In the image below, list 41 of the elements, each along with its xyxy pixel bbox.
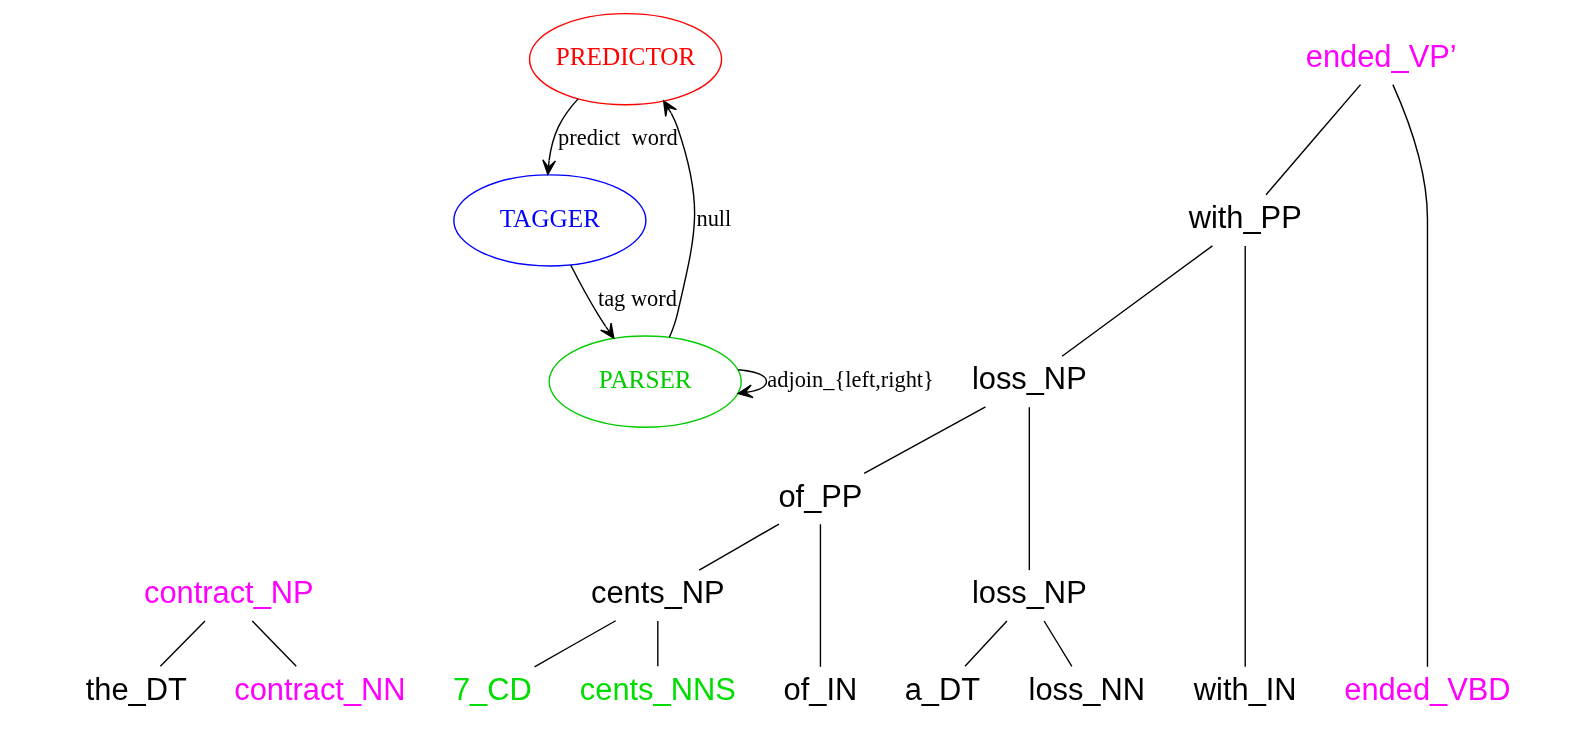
- connector: [251, 620, 297, 667]
- connector: [1392, 83, 1429, 668]
- node-text: loss_NN: [1028, 672, 1146, 707]
- edge-label: adjoin_{left,right}: [767, 366, 934, 392]
- node-ellipse: PREDICTOR: [528, 12, 723, 106]
- node-ellipse: PARSER: [548, 335, 742, 428]
- node-text: contract_NP: [144, 575, 314, 611]
- node-text: ended_VP’: [1305, 39, 1457, 75]
- arrow: [542, 98, 579, 176]
- node-text: cents_NNS: [579, 672, 736, 707]
- node-text: loss_NP: [971, 575, 1087, 611]
- connector: [1061, 245, 1214, 357]
- node-text: the_DT: [85, 672, 187, 707]
- connector: [1028, 406, 1030, 571]
- node-text: with_IN: [1193, 672, 1297, 707]
- node-text: of_IN: [783, 672, 858, 707]
- connector: [819, 523, 822, 668]
- connector: [698, 523, 780, 571]
- node-text: with_PP: [1188, 200, 1302, 236]
- arrow: [570, 264, 615, 339]
- connector: [1244, 245, 1246, 668]
- connector: [159, 620, 206, 667]
- connector: [863, 406, 987, 475]
- node-text: of_PP: [778, 478, 863, 514]
- arrow: [737, 369, 768, 399]
- edge-label: tag word: [597, 286, 678, 312]
- node-text: cents_NP: [590, 575, 725, 611]
- connector: [533, 620, 617, 668]
- node-text: 7_CD: [452, 672, 532, 707]
- connector: [657, 620, 659, 667]
- arrow: [662, 100, 696, 338]
- node-text: a_DT: [904, 672, 981, 707]
- connector: [964, 620, 1008, 667]
- edge-label: predict word: [558, 125, 678, 151]
- node-text: loss_NP: [971, 361, 1087, 397]
- node-ellipse: TAGGER: [453, 174, 647, 267]
- node-text: ended_VBD: [1344, 672, 1511, 707]
- edge-label: null: [696, 205, 732, 231]
- connector: [1265, 83, 1362, 196]
- node-text: contract_NN: [234, 672, 406, 707]
- connector: [1043, 620, 1073, 667]
